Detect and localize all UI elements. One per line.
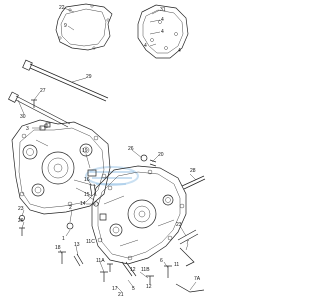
label-3: 3	[26, 126, 29, 132]
crankcase-gasket-left	[55, 3, 113, 51]
small-parts	[19, 99, 206, 293]
label-17: 17	[112, 286, 118, 292]
watermark-logo	[85, 166, 139, 186]
label-12b: 12	[146, 284, 152, 290]
label-7: 7	[186, 240, 189, 246]
label-11: 11	[174, 262, 179, 268]
label-1: 1	[62, 236, 65, 242]
label-23b: 23	[176, 222, 182, 228]
label-12: 12	[130, 267, 136, 273]
label-31: 31	[160, 7, 166, 13]
label-27: 27	[40, 88, 46, 94]
label-14: 14	[80, 201, 86, 207]
label-11b: 11B	[141, 267, 150, 273]
crankcase-left-half	[11, 119, 111, 215]
crankcase-right-half	[91, 165, 187, 265]
label-21: 21	[118, 292, 124, 298]
label-7a: 7A	[194, 276, 201, 282]
label-11c: 11C	[86, 239, 95, 245]
label-11a: 11A	[96, 258, 105, 264]
label-9: 9	[64, 23, 67, 29]
label-4d: 4	[178, 48, 181, 54]
label-15: 15	[84, 192, 90, 198]
label-4c: 4	[144, 43, 147, 49]
label-4b: 4	[161, 29, 164, 35]
crankcase-exploded-diagram: 22 9 31 4 4 4 4 29 27 30 3 19 16 15 14 2…	[8, 3, 206, 298]
crankcase-gasket-right	[137, 4, 189, 59]
label-2: 2	[69, 205, 72, 211]
label-26b: 26	[18, 218, 24, 224]
label-16: 16	[84, 177, 90, 183]
label-18: 18	[55, 245, 61, 251]
label-30: 30	[20, 114, 26, 120]
label-29: 29	[86, 74, 92, 80]
label-28: 28	[190, 168, 196, 174]
label-6: 6	[160, 258, 163, 264]
leader-lines	[17, 7, 197, 293]
label-20: 20	[158, 152, 164, 158]
crankcase-bolt-upper	[22, 59, 109, 102]
label-26: 26	[128, 146, 134, 152]
crankcase-bolt-lower	[8, 91, 71, 128]
part-labels: 22 9 31 4 4 4 4 29 27 30 3 19 16 15 14 2…	[18, 5, 201, 298]
label-22: 22	[59, 5, 65, 11]
label-23: 23	[18, 206, 24, 212]
label-5: 5	[132, 286, 135, 292]
diagram-canvas: 22 9 31 4 4 4 4 29 27 30 3 19 16 15 14 2…	[8, 3, 206, 298]
label-13: 13	[74, 242, 80, 248]
label-4a: 4	[161, 17, 164, 23]
label-19: 19	[82, 148, 88, 154]
